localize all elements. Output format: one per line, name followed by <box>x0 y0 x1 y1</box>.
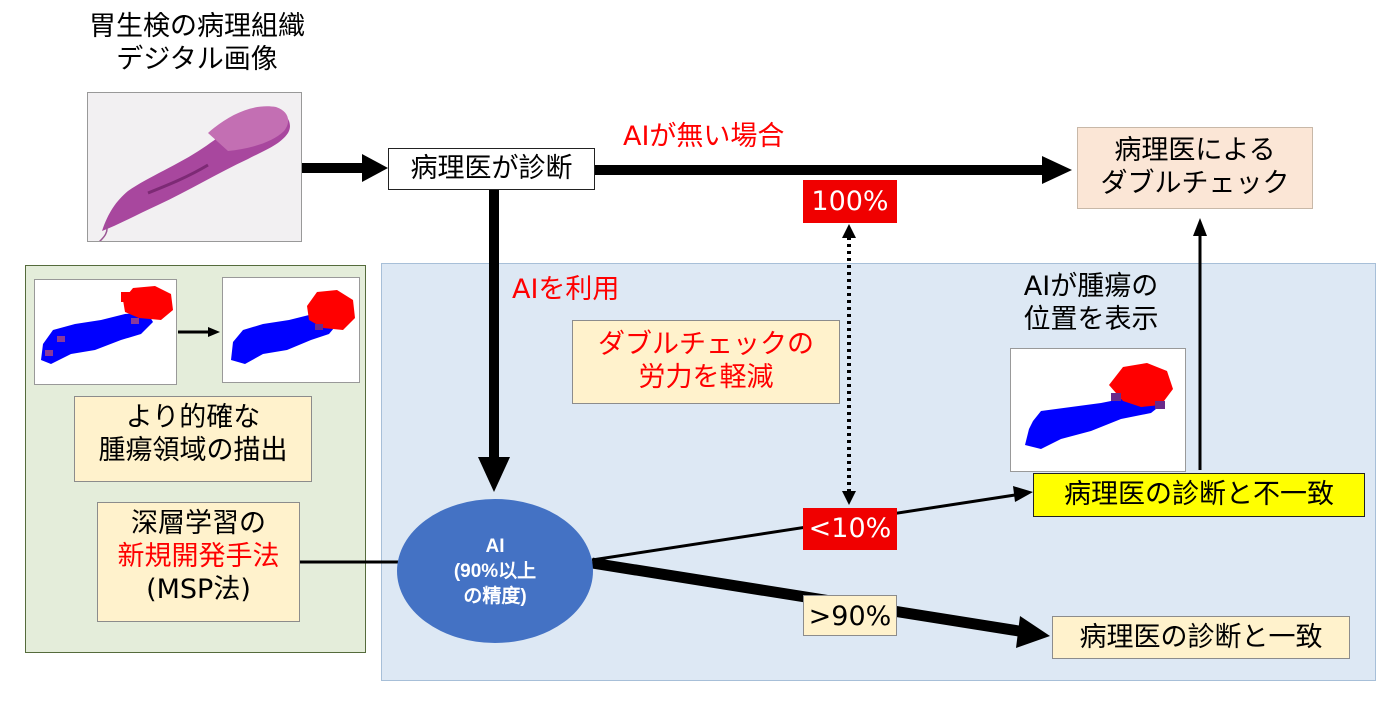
percent-100-badge: 100% <box>803 180 897 223</box>
ai-tumor-location-label: AIが腫瘍の 位置を表示 <box>1023 271 1159 335</box>
double-check-box: 病理医による ダブルチェック <box>1077 127 1313 209</box>
image-title: 胃生検の病理組織 デジタル画像 <box>89 11 305 75</box>
mask-after-image <box>222 277 360 383</box>
no-ai-label: AIが無い場合 <box>623 121 785 152</box>
histology-image <box>87 92 302 242</box>
ai-tumor-mask-image <box>1010 348 1186 472</box>
mismatch-box: 病理医の診断と不一致 <box>1033 473 1365 517</box>
mask-before-image <box>34 279 177 385</box>
match-box: 病理医の診断と一致 <box>1052 616 1350 659</box>
pathologist-diagnosis-box: 病理医が診断 <box>388 148 595 190</box>
tumor-mask-ai-icon <box>1025 363 1173 449</box>
precise-depiction-box: より的確な 腫瘍領域の描出 <box>74 396 312 482</box>
deep-learning-method-box: 深層学習の 新規開発手法 (MSP法) <box>97 502 300 622</box>
tumor-mask-before-icon <box>41 286 173 364</box>
ai-node: AI (90%以上 の精度) <box>397 499 593 643</box>
tumor-mask-after-icon <box>231 290 355 364</box>
percent-gt90-badge: >90% <box>803 595 897 636</box>
he-stained-tissue-icon <box>98 106 290 241</box>
percent-lt10-badge: <10% <box>803 508 897 550</box>
reduce-workload-box: ダブルチェックの 労力を軽減 <box>572 320 840 404</box>
use-ai-label: AIを利用 <box>512 274 620 305</box>
